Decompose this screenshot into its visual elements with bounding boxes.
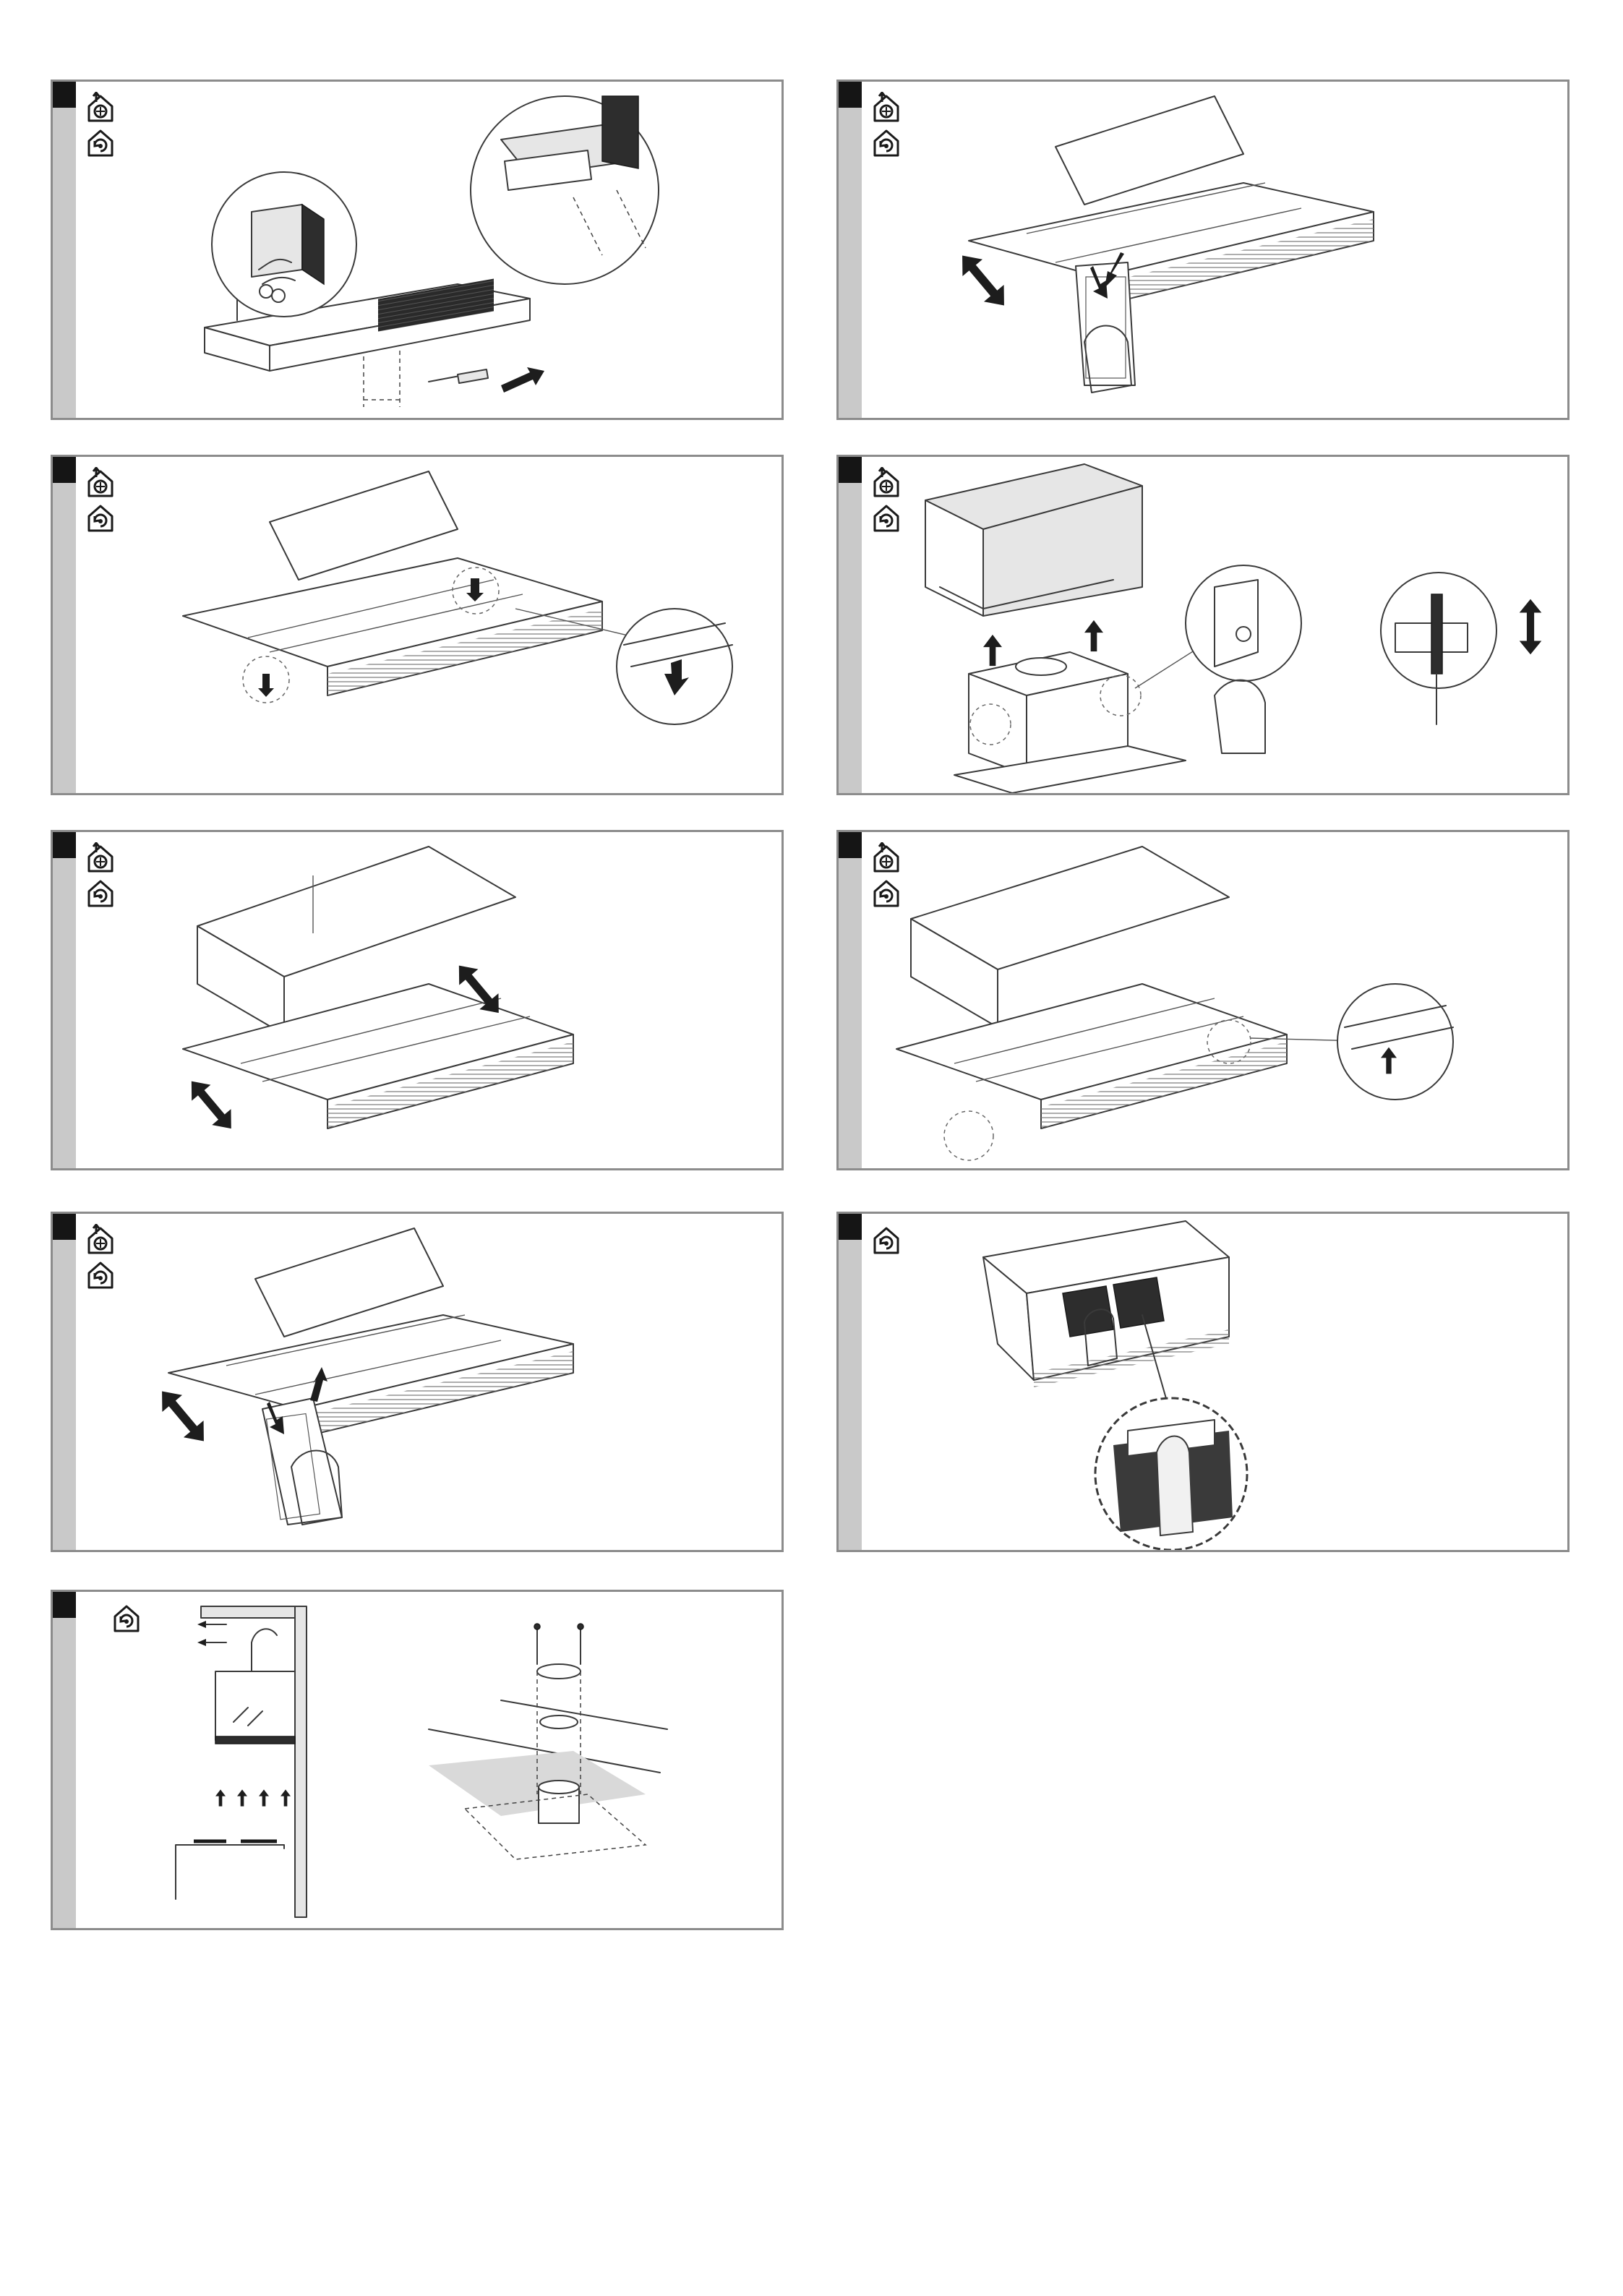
step-panel-5: [51, 830, 784, 1170]
step-panel-4: [836, 455, 1570, 795]
step-panel-1: [51, 80, 784, 420]
airflow-duct-illustration: [53, 1592, 784, 1930]
cut-chimney-illustration: [53, 82, 784, 420]
fix-screw-illustration: [839, 832, 1570, 1170]
slide-front-illustration: [53, 832, 784, 1170]
step-panel-8: [836, 1212, 1570, 1552]
step-panel-2: [836, 80, 1570, 420]
attach-filter-illustration: [839, 82, 1570, 420]
step-panel-6: [836, 830, 1570, 1170]
release-screw-illustration: [53, 457, 784, 795]
insert-hood-illustration: [839, 457, 1570, 795]
step-panel-7: [51, 1212, 784, 1552]
step-panel-9: [51, 1590, 784, 1930]
carbon-filter-illustration: [839, 1214, 1570, 1552]
refit-filter-illustration: [53, 1214, 784, 1552]
step-panel-3: [51, 455, 784, 795]
